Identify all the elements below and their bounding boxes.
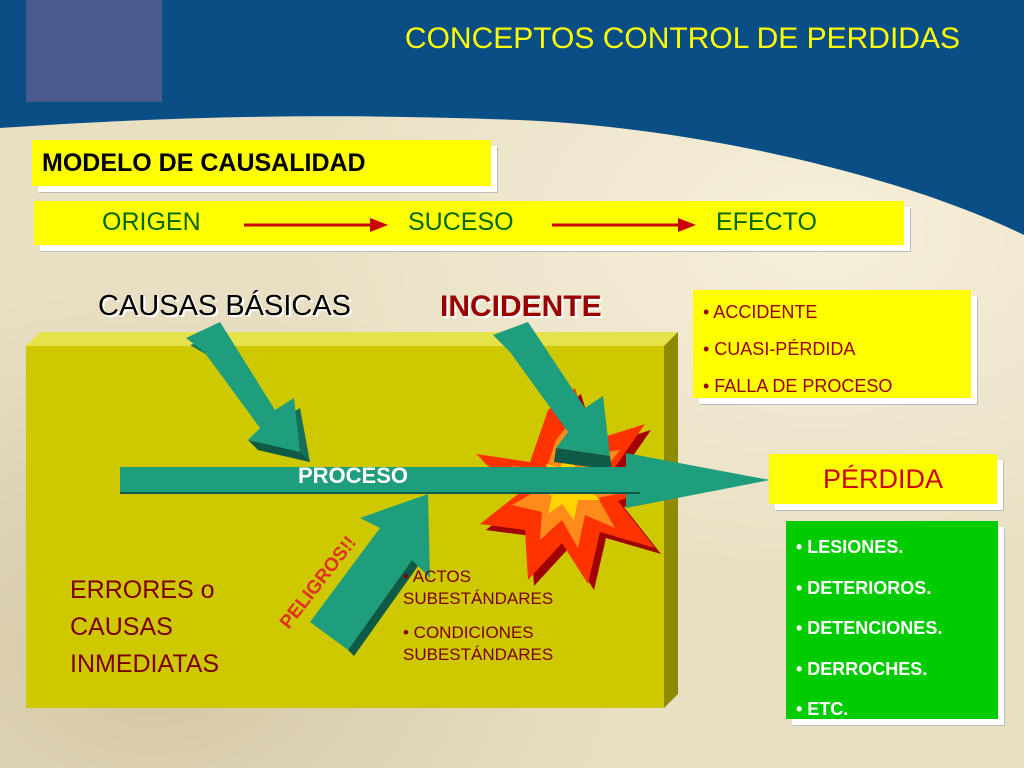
loss-type-injuries: • LESIONES. bbox=[796, 537, 904, 557]
immediate-causes-line-3: INMEDIATAS bbox=[70, 650, 220, 678]
incident-type-near-loss: • CUASI-PÉRDIDA bbox=[703, 339, 856, 359]
hazards-arrow bbox=[310, 494, 430, 656]
loss-type-etc: • ETC. bbox=[796, 699, 849, 719]
basic-causes-label: CAUSAS BÁSICAS bbox=[98, 290, 352, 322]
sequence-effect: EFECTO bbox=[716, 208, 817, 236]
sequence-event: SUCESO bbox=[408, 208, 514, 236]
immediate-causes-line-1: ERRORES o bbox=[70, 576, 215, 604]
loss-types-box: • LESIONES. • DETERIOROS. • DETENCIONES.… bbox=[786, 521, 998, 719]
process-arrow bbox=[120, 453, 770, 508]
sequence-arrow-2 bbox=[552, 218, 696, 232]
corner-square bbox=[26, 0, 162, 102]
process-label: PROCESO bbox=[298, 463, 409, 488]
immediate-causes: ERRORES o CAUSAS INMEDIATAS bbox=[70, 572, 219, 683]
immediate-causes-line-2: CAUSAS bbox=[70, 613, 173, 641]
model-label-text: MODELO DE CAUSALIDAD bbox=[42, 149, 366, 177]
substandard-list: • ACTOS SUBESTÁNDARES • CONDICIONES SUBE… bbox=[403, 566, 553, 666]
sequence-origin: ORIGEN bbox=[102, 208, 201, 236]
header-band bbox=[0, 0, 1024, 235]
sequence-arrow-1 bbox=[244, 218, 388, 232]
process-box-top bbox=[26, 332, 678, 346]
sequence-bar bbox=[34, 201, 904, 245]
process-box-side bbox=[664, 332, 678, 708]
substandard-conditions: • CONDICIONES bbox=[403, 623, 534, 642]
loss-type-stoppages: • DETENCIONES. bbox=[796, 618, 943, 638]
basic-causes-arrow bbox=[186, 322, 310, 462]
incident-label: INCIDENTE bbox=[440, 290, 602, 323]
substandard-conditions-2: SUBESTÁNDARES bbox=[403, 645, 554, 664]
slide-title: CONCEPTOS CONTROL DE PERDIDAS bbox=[404, 22, 960, 55]
incident-types-box: • ACCIDENTE • CUASI-PÉRDIDA • FALLA DE P… bbox=[693, 290, 971, 398]
loss-type-waste: • DERROCHES. bbox=[796, 658, 928, 679]
model-label: MODELO DE CAUSALIDAD bbox=[32, 140, 491, 186]
incident-arrow bbox=[493, 322, 612, 470]
incident-type-process-failure: • FALLA DE PROCESO bbox=[703, 376, 893, 396]
substandard-acts: • ACTOS bbox=[403, 567, 471, 586]
loss-label: PÉRDIDA bbox=[822, 464, 944, 494]
loss-type-damage: • DETERIOROS. bbox=[796, 577, 932, 598]
substandard-acts-2: SUBESTÁNDARES bbox=[403, 589, 554, 608]
incident-type-accident: • ACCIDENTE bbox=[703, 302, 818, 322]
loss-box: PÉRDIDA bbox=[769, 454, 997, 504]
